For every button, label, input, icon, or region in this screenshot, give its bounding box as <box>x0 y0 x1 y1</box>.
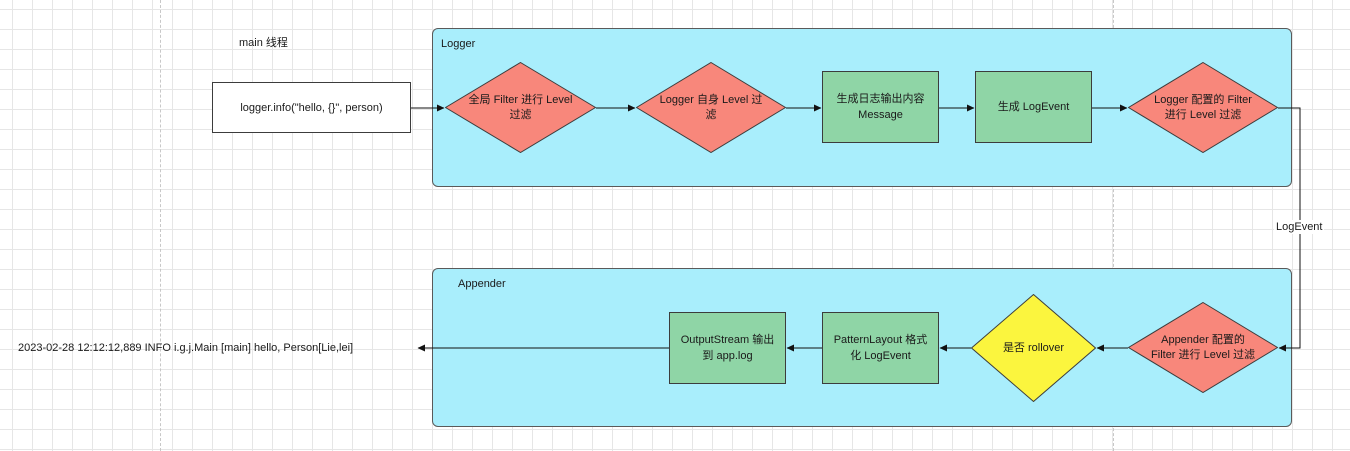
logger-level-decision: Logger 自身 Level 过滤 <box>636 62 786 153</box>
generate-message-box: 生成日志输出内容 Message <box>822 71 939 143</box>
output-stream-box: OutputStream 输出到 app.log <box>669 312 786 384</box>
guide-line-left <box>160 0 161 451</box>
guide-line-right <box>1113 0 1114 451</box>
logger-config-filter-label: Logger 配置的 Filter 进行 Level 过滤 <box>1154 93 1252 121</box>
pattern-layout-box: PatternLayout 格式化 LogEvent <box>822 312 939 384</box>
logger-level-label: Logger 自身 Level 过滤 <box>659 93 763 121</box>
logger-config-filter-shape <box>1128 62 1278 153</box>
appender-filter-shape <box>1128 302 1278 393</box>
global-filter-label: 全局 Filter 进行 Level 过滤 <box>468 93 573 121</box>
logevent-edge-label: LogEvent <box>1274 220 1325 234</box>
appender-filter-decision: Appender 配置的 Filter 进行 Level 过滤 <box>1128 302 1278 393</box>
logger-lane-label: Logger <box>441 38 476 50</box>
appender-lane-label: Appender <box>458 278 506 290</box>
rollover-shape <box>971 294 1096 402</box>
logger-config-filter-decision: Logger 配置的 Filter 进行 Level 过滤 <box>1128 62 1278 153</box>
logger-call-box: logger.info("hello, {}", person) <box>212 82 411 133</box>
global-filter-decision: 全局 Filter 进行 Level 过滤 <box>445 62 596 153</box>
generate-logevent-box: 生成 LogEvent <box>975 71 1092 143</box>
log-output-text: 2023-02-28 12:12:12,889 INFO i.g.j.Main … <box>18 342 354 354</box>
rollover-label: 是否 rollover <box>1002 341 1065 354</box>
thread-label: main 线程 <box>239 37 288 49</box>
rollover-decision: 是否 rollover <box>971 294 1096 402</box>
logger-level-shape <box>636 62 786 153</box>
appender-filter-label: Appender 配置的 Filter 进行 Level 过滤 <box>1151 333 1255 361</box>
global-filter-shape <box>445 62 596 153</box>
